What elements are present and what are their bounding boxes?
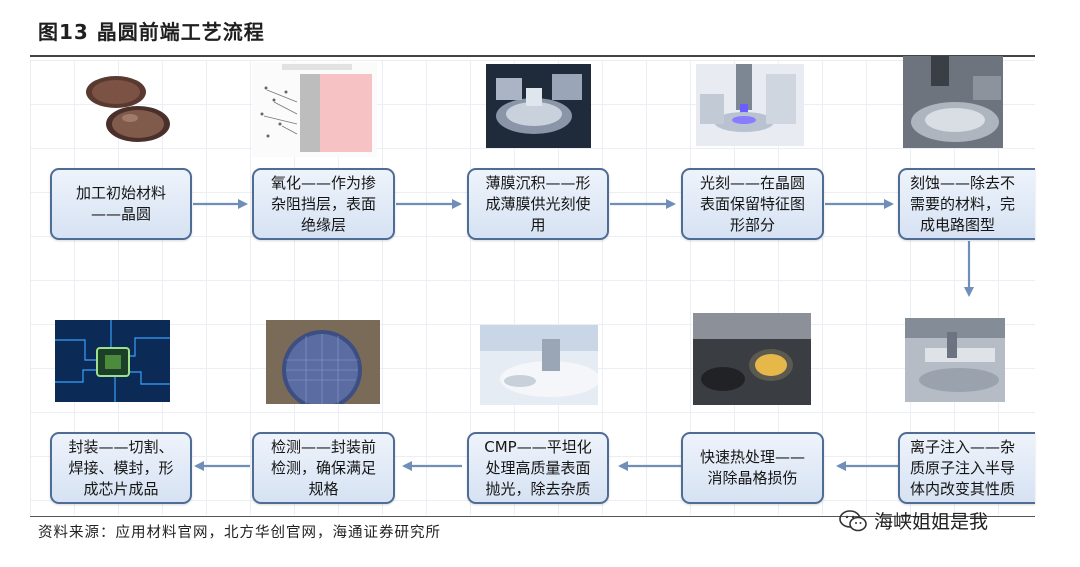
- step-text: 抛光，除去杂质: [485, 479, 591, 498]
- step-text: 体内改变其性质: [910, 479, 1016, 498]
- step-text: 杂阻挡层，表面: [270, 194, 376, 213]
- figure-title: 图13 晶圆前端工艺流程: [38, 20, 265, 44]
- step-text: 绝缘层: [300, 215, 346, 234]
- step-text: 快速热处理——: [699, 448, 805, 466]
- step-text: 检测——封装前: [270, 437, 376, 456]
- step-text: ——晶圆: [90, 205, 151, 223]
- step-box-testing: 检测——封装前 检测，确保满足 规格: [252, 432, 395, 504]
- step-box-oxidation: 氧化——作为掺 杂阻挡层，表面 绝缘层: [252, 168, 395, 240]
- step-text: 氧化——作为掺: [270, 173, 376, 192]
- step-text: CMP——平坦化: [484, 437, 592, 456]
- step-text: 离子注入——杂: [910, 437, 1016, 456]
- step-box-lithography: 光刻——在晶圆 表面保留特征图 形部分: [681, 168, 824, 240]
- step-box-wafer: 加工初始材料 ——晶圆: [50, 168, 192, 240]
- step-text: 焊接、模封，形: [68, 458, 174, 477]
- watermark-text: 海峡姐姐是我: [874, 511, 989, 533]
- step-box-deposition: 薄膜沉积——形 成薄膜供光刻使 用: [467, 168, 609, 240]
- step-box-cmp: CMP——平坦化 处理高质量表面 抛光，除去杂质: [467, 432, 609, 504]
- step-text: 成薄膜供光刻使: [485, 194, 591, 213]
- step-text: 薄膜沉积——形: [485, 173, 591, 192]
- step-text: 用: [530, 215, 546, 234]
- wafer-photo: [86, 76, 170, 142]
- step-box-thermal: 快速热处理—— 消除晶格损伤: [681, 432, 824, 504]
- etching-equipment-photo: [903, 56, 1003, 148]
- step-text: 表面保留特征图: [699, 194, 805, 213]
- step-text: 质原子注入半导: [910, 458, 1016, 477]
- step-text: 处理高质量表面: [485, 458, 591, 477]
- watermark: 海峡姐姐是我: [838, 507, 988, 534]
- step-box-ion-implant: 离子注入——杂 质原子注入半导 体内改变其性质: [898, 432, 1035, 504]
- ion-implant-photo: [905, 318, 1005, 402]
- step-text: 光刻——在晶圆: [699, 173, 805, 192]
- step-text: 形部分: [729, 215, 775, 234]
- step-text: 成芯片成品: [83, 479, 159, 498]
- footer-rule: [30, 516, 1035, 517]
- chip-package-photo: [55, 320, 170, 402]
- step-text: 规格: [308, 479, 339, 498]
- deposition-equipment-photo: [486, 64, 591, 148]
- step-text: 加工初始材料: [75, 184, 166, 202]
- lithography-equipment-photo: [696, 64, 804, 146]
- step-text: 需要的材料，完: [910, 194, 1016, 213]
- step-text: 成电路图型: [920, 215, 996, 234]
- step-text: 消除晶格损伤: [707, 469, 798, 487]
- oxidation-diagram: [252, 62, 377, 157]
- step-text: 检测，确保满足: [270, 458, 376, 477]
- thermal-process-photo: [693, 313, 811, 405]
- step-text: 封装——切割、: [68, 437, 174, 456]
- source-note: 资料来源：应用材料官网，北方华创官网，海通证券研究所: [38, 525, 441, 541]
- step-box-etching: 刻蚀——除去不 需要的材料，完 成电路图型: [898, 168, 1035, 240]
- wafer-test-photo: [266, 320, 380, 404]
- wechat-icon: [839, 509, 867, 531]
- title-rule: [30, 55, 1035, 57]
- cmp-equipment-photo: [480, 325, 598, 405]
- step-box-packaging: 封装——切割、 焊接、模封，形 成芯片成品: [50, 432, 192, 504]
- step-text: 刻蚀——除去不: [910, 173, 1016, 192]
